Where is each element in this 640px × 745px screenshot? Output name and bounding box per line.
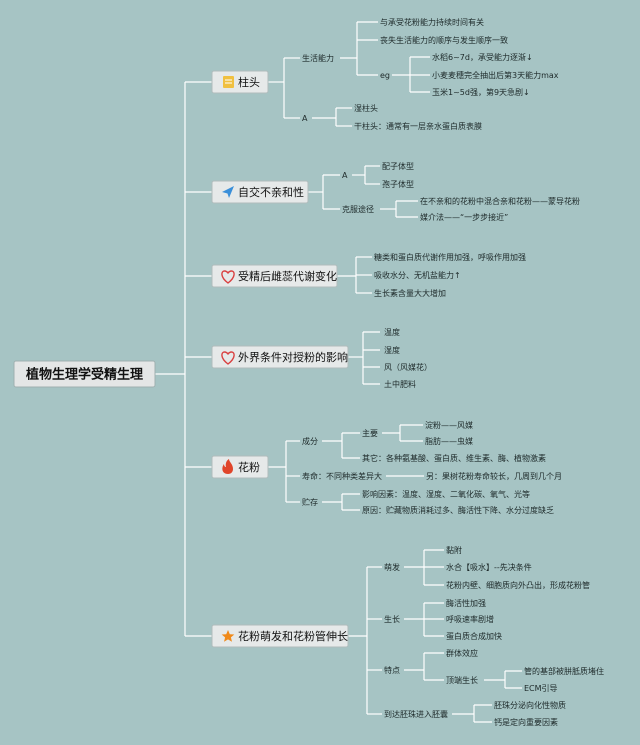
node-lifespan: 寿命：不同种类差异大 bbox=[302, 471, 382, 481]
node-tip-growth: 顶端生长 bbox=[446, 675, 478, 685]
node-text: 湿柱头 bbox=[354, 103, 378, 113]
node-text: 媒介法——“一步步接近” bbox=[420, 212, 508, 222]
node-text: 风（风媒花） bbox=[384, 362, 432, 372]
branch-title: 外界条件对授粉的影响 bbox=[238, 350, 348, 364]
branch-self-incompatibility[interactable]: 自交不亲和性 bbox=[211, 180, 309, 204]
paper-plane-icon bbox=[222, 186, 234, 198]
node-life-ability: 生活能力 bbox=[302, 53, 334, 63]
node-text: ECM引导 bbox=[524, 684, 558, 693]
node-a: A bbox=[302, 114, 308, 123]
note-icon bbox=[223, 76, 234, 88]
heart-icon bbox=[221, 351, 235, 365]
node-storage: 贮存 bbox=[302, 497, 318, 507]
node-composition: 成分 bbox=[302, 436, 318, 446]
node-text: 干柱头：通常有一层亲水蛋白质表膜 bbox=[354, 121, 482, 131]
node-text: 在不亲和的花粉中混合亲和花粉——蒙导花粉 bbox=[420, 196, 580, 206]
branch-stigma[interactable]: 柱头 bbox=[211, 70, 269, 94]
node-text: 原因：贮藏物质消耗过多、酶活性下降、水分过度缺乏 bbox=[362, 505, 554, 515]
branch-title: 自交不亲和性 bbox=[238, 185, 304, 199]
node-text: 花粉内壁、细胞质向外凸出，形成花粉管 bbox=[446, 580, 590, 590]
node-text: 小麦麦穗完全抽出后第3天能力max bbox=[432, 70, 559, 80]
branch-pistil-metabolism[interactable]: 受精后雌蕊代谢变化 bbox=[211, 264, 338, 288]
node-text: 淀粉——风媒 bbox=[425, 420, 473, 430]
node-text: 与承受花粉能力持续时间有关 bbox=[380, 17, 484, 27]
node-germination: 萌发 bbox=[384, 562, 400, 572]
heart-icon bbox=[221, 270, 235, 284]
node-text: 酶活性加强 bbox=[446, 598, 486, 608]
node-text: 水合【吸水】--先决条件 bbox=[446, 562, 532, 572]
node-text: 土中肥料 bbox=[384, 379, 416, 389]
node-text: 孢子体型 bbox=[382, 179, 414, 189]
branch-external-conditions[interactable]: 外界条件对授粉的影响 bbox=[211, 345, 349, 369]
node-reach-ovule: 到达胚珠进入胚囊 bbox=[384, 709, 448, 719]
node-text: 水稻6~7d，承受能力逐渐↓ bbox=[432, 52, 533, 62]
node-eg: eg bbox=[380, 71, 390, 80]
node-text: 脂肪——虫媒 bbox=[425, 436, 473, 446]
node-text: 玉米1~5d强，第9天急剧↓ bbox=[432, 87, 530, 97]
node-features: 特点 bbox=[384, 665, 400, 675]
fire-icon bbox=[222, 459, 233, 474]
node-text: 配子体型 bbox=[382, 161, 414, 171]
node-text: 胚珠分泌向化性物质 bbox=[494, 700, 566, 710]
branch-title: 花粉 bbox=[238, 461, 260, 474]
node-text: 丧失生活能力的顺序与发生顺序一致 bbox=[380, 35, 508, 45]
node-text: 吸收水分、无机盐能力↑ bbox=[374, 270, 461, 280]
node-text: 群体效应 bbox=[446, 648, 478, 658]
node-text: 湿度 bbox=[384, 345, 400, 355]
node-text: 生长素含量大大增加 bbox=[374, 288, 446, 298]
node-text: 管的基部被胼胝质堵住 bbox=[524, 666, 604, 676]
node-text: 影响因素：温度、湿度、二氧化碳、氧气、光等 bbox=[362, 489, 530, 499]
node-overcome: 克服途径 bbox=[342, 204, 374, 214]
node-text: 钙是定向重要因素 bbox=[494, 717, 558, 727]
star-icon bbox=[221, 630, 235, 642]
node-a: A bbox=[342, 171, 348, 180]
node-text: 蛋白质合成加快 bbox=[446, 631, 502, 641]
branch-title: 花粉萌发和花粉管伸长 bbox=[238, 629, 348, 643]
node-text: 温度 bbox=[384, 327, 400, 337]
branch-title: 柱头 bbox=[238, 75, 260, 89]
branch-pollen-germination[interactable]: 花粉萌发和花粉管伸长 bbox=[211, 624, 349, 648]
connectors bbox=[155, 21, 522, 723]
branch-pollen[interactable]: 花粉 bbox=[211, 455, 269, 479]
branch-title: 受精后雌蕊代谢变化 bbox=[238, 269, 337, 283]
node-text: 呼吸速率剧增 bbox=[446, 614, 494, 624]
node-text: 黏附 bbox=[446, 545, 462, 555]
node-text: 另：果树花粉寿命较长，几周到几个月 bbox=[426, 471, 562, 481]
root-title: 植物生理学受精生理 bbox=[25, 367, 143, 383]
node-growth: 生长 bbox=[384, 614, 400, 624]
root-node[interactable]: 植物生理学受精生理 bbox=[13, 360, 156, 388]
node-main: 主要 bbox=[362, 428, 378, 438]
node-other: 其它：各种氨基酸、蛋白质、维生素、酶、植物激素 bbox=[362, 453, 546, 463]
node-text: 糖类和蛋白质代谢作用加强，呼吸作用加强 bbox=[374, 252, 526, 262]
